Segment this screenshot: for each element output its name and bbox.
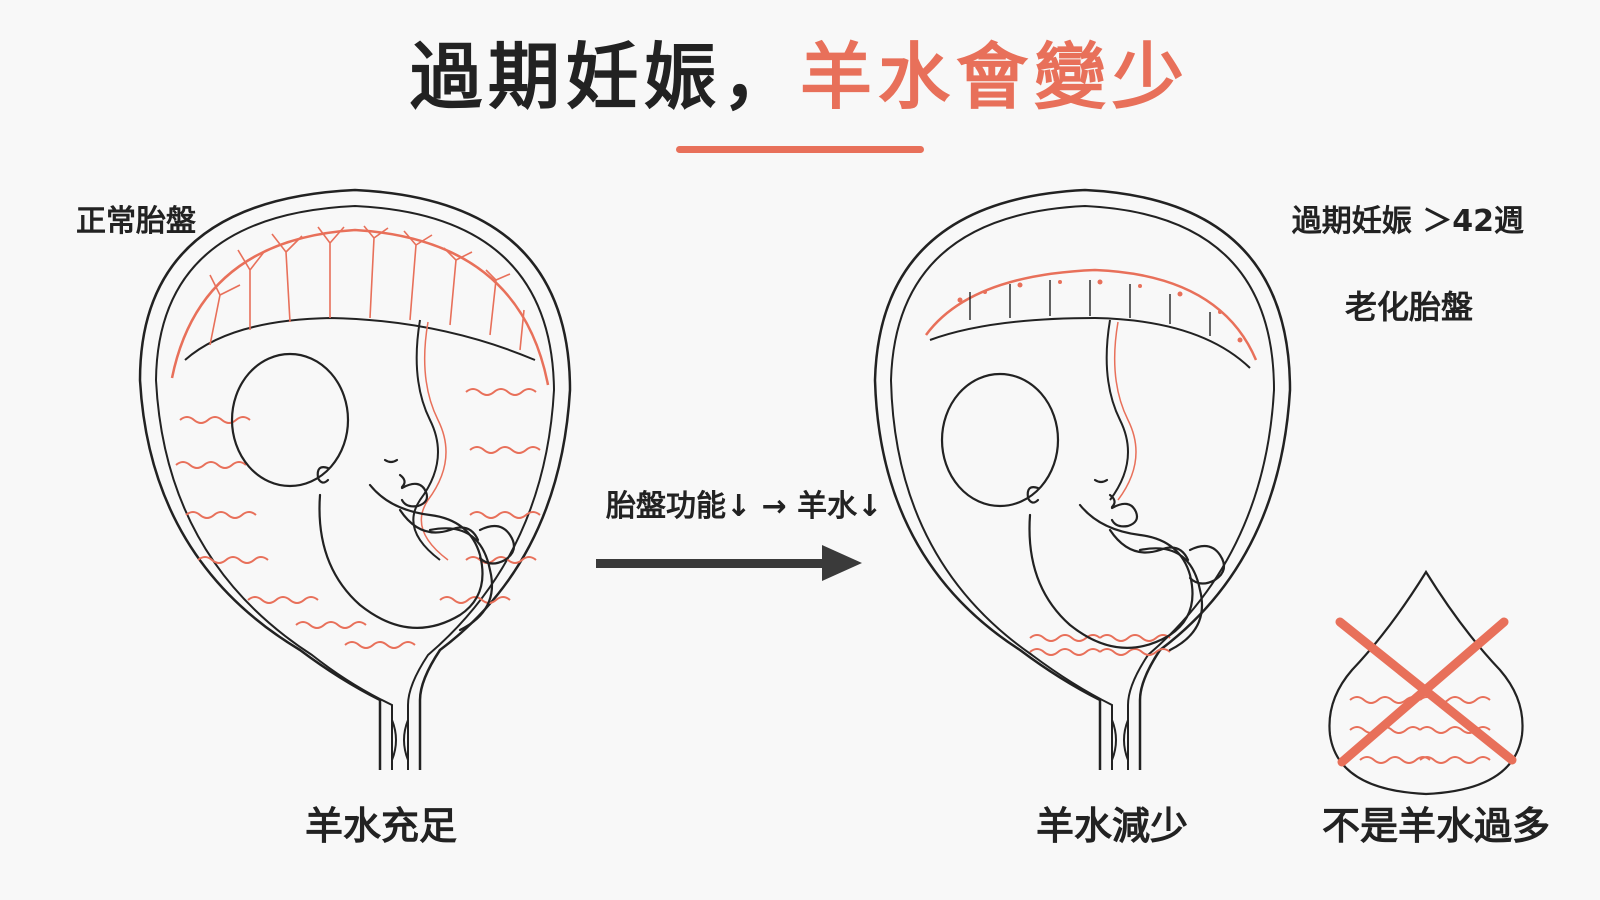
label-post-term: 過期妊娠 ＞42週 xyxy=(1291,204,1524,239)
placenta-calcifications xyxy=(957,279,1243,343)
placenta-vessels-normal xyxy=(209,225,525,351)
label-not-excess: 不是羊水過多 xyxy=(1322,804,1551,848)
title-highlight: 羊水會變少 xyxy=(800,35,1191,119)
page-title: 過期妊娠，羊水會變少 xyxy=(0,35,1600,119)
uterus-post-term xyxy=(873,188,1292,770)
label-aged-placenta: 老化胎盤 xyxy=(1345,288,1474,326)
label-flow: 胎盤功能↓ → 羊水↓ xyxy=(606,489,883,524)
label-fluid-sufficient: 羊水充足 xyxy=(305,804,458,848)
placenta-vessels-aged xyxy=(969,280,1211,336)
title-main: 過期妊娠， xyxy=(409,35,800,119)
crossed-drop-icon xyxy=(1328,569,1524,796)
label-normal-placenta: 正常胎盤 xyxy=(76,204,196,239)
arrow-right xyxy=(596,545,862,581)
label-fluid-reduced: 羊水減少 xyxy=(1036,804,1189,848)
title-underline xyxy=(676,146,924,153)
uterus-normal xyxy=(138,188,572,770)
